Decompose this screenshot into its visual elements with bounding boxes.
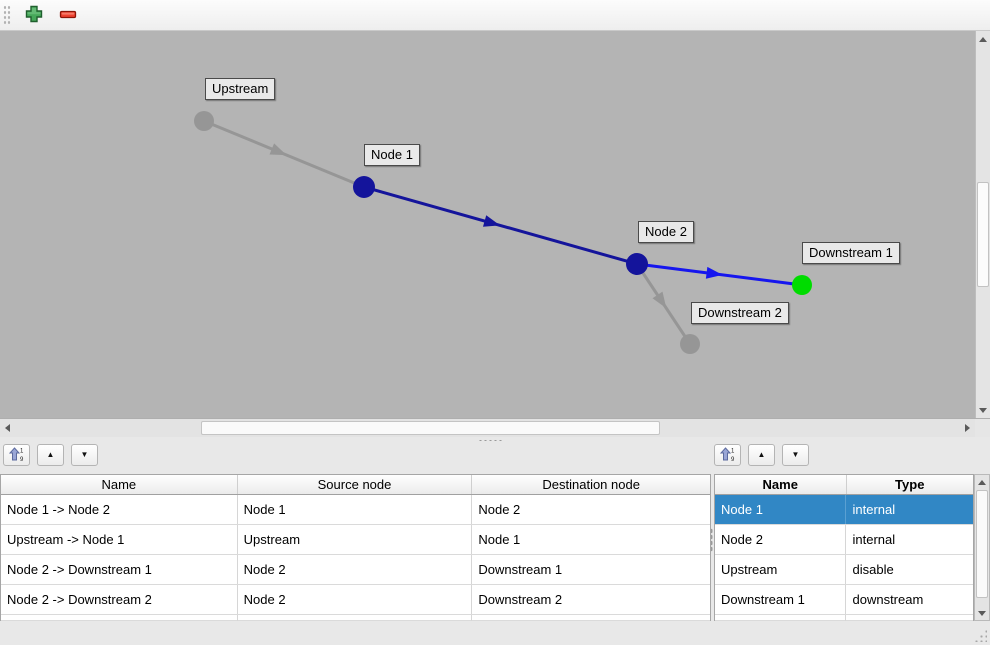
node-table-header: Name Type xyxy=(715,475,973,495)
table-row[interactable]: Node 1 -> Node 2 Node 1 Node 2 xyxy=(1,495,710,525)
cell-source: Upstream xyxy=(238,525,473,554)
svg-text:1: 1 xyxy=(20,448,24,454)
cell-name: Upstream -> Node 1 xyxy=(1,525,238,554)
cell-name: Node 2 -> Downstream 2 xyxy=(1,585,238,614)
scroll-right-button[interactable] xyxy=(960,421,974,435)
cell-source: Node 1 xyxy=(238,495,473,524)
node-label[interactable]: Node 1 xyxy=(364,144,420,166)
edge-arrow-icon xyxy=(482,215,501,227)
empty-row xyxy=(1,615,710,622)
minus-icon xyxy=(58,4,78,27)
node-label[interactable]: Downstream 1 xyxy=(802,242,900,264)
cell-name: Node 2 xyxy=(715,525,847,554)
table-row-selected[interactable]: Node 1 internal xyxy=(715,495,973,525)
node-sort-button[interactable]: 1 9 xyxy=(714,444,741,466)
edge-table: Name Source node Destination node Node 1… xyxy=(0,474,711,622)
empty-row xyxy=(715,615,973,622)
vertical-splitter[interactable] xyxy=(710,444,714,622)
cell-destination: Downstream 1 xyxy=(478,562,563,577)
cell-destination: Node 1 xyxy=(478,532,521,547)
graph-node[interactable] xyxy=(792,275,812,295)
splitter-grip-icon xyxy=(478,439,504,442)
edge-sort-button[interactable]: 1 9 xyxy=(3,444,30,466)
cell-type: downstream xyxy=(852,592,924,607)
svg-text:9: 9 xyxy=(731,457,735,462)
table-row[interactable]: Node 2 -> Downstream 1 Node 2 Downstream… xyxy=(1,555,710,585)
cell-type: internal xyxy=(852,502,896,517)
graph-node[interactable] xyxy=(353,176,375,198)
node-table: Name Type Node 1 internal Node 2 interna… xyxy=(714,474,974,622)
edge-arrow-icon xyxy=(705,266,723,279)
horizontal-splitter[interactable] xyxy=(0,437,990,444)
column-header-name[interactable]: Name xyxy=(715,475,847,494)
add-button[interactable] xyxy=(19,2,49,28)
graph-node[interactable] xyxy=(194,111,214,131)
scroll-left-button[interactable] xyxy=(0,421,14,435)
node-move-up-button[interactable]: ▲ xyxy=(748,444,775,466)
node-table-toolbar: 1 9 ▲ ▼ xyxy=(714,444,809,467)
column-header-name[interactable]: Name xyxy=(1,475,238,494)
scroll-up-button[interactable] xyxy=(975,475,989,489)
edge-move-down-button[interactable]: ▼ xyxy=(71,444,98,466)
graph-svg xyxy=(194,111,812,354)
node-label[interactable]: Node 2 xyxy=(638,221,694,243)
node-move-down-button[interactable]: ▼ xyxy=(782,444,809,466)
triangle-down-icon: ▼ xyxy=(80,450,89,459)
node-label[interactable]: Downstream 2 xyxy=(691,302,789,324)
cell-source: Node 2 xyxy=(238,585,473,614)
sort-ascending-icon: 1 9 xyxy=(8,446,25,465)
cell-source: Node 2 xyxy=(238,555,473,584)
table-row[interactable]: Downstream 1 downstream xyxy=(715,585,973,615)
table-row[interactable]: Node 2 -> Downstream 2 Node 2 Downstream… xyxy=(1,585,710,615)
scrollbar-corner xyxy=(975,418,990,437)
vertical-scroll-thumb[interactable] xyxy=(977,182,989,287)
column-header-type[interactable]: Type xyxy=(895,477,925,492)
cell-type: internal xyxy=(852,532,896,547)
splitter-grip-icon xyxy=(710,528,713,552)
edge-table-toolbar: 1 9 ▲ ▼ xyxy=(3,444,98,467)
edge-arrow-icon xyxy=(269,143,287,156)
column-header-destination[interactable]: Destination node xyxy=(542,477,640,492)
cell-destination: Node 2 xyxy=(478,502,521,517)
cell-name: Node 1 -> Node 2 xyxy=(1,495,238,524)
svg-text:1: 1 xyxy=(731,448,735,454)
scroll-down-button[interactable] xyxy=(976,403,990,417)
graph-node[interactable] xyxy=(680,334,700,354)
triangle-up-icon: ▲ xyxy=(46,450,55,459)
scroll-up-button[interactable] xyxy=(976,32,990,46)
edge-move-up-button[interactable]: ▲ xyxy=(37,444,64,466)
cell-name: Node 2 -> Downstream 1 xyxy=(1,555,238,584)
scroll-down-button[interactable] xyxy=(975,606,989,620)
table-row[interactable]: Upstream disable xyxy=(715,555,973,585)
cell-destination: Downstream 2 xyxy=(478,592,563,607)
cell-name: Node 1 xyxy=(715,495,847,524)
edge-arrow-icon xyxy=(652,291,667,309)
main-toolbar xyxy=(0,0,990,31)
column-header-source[interactable]: Source node xyxy=(238,475,473,494)
toolbar-drag-handle[interactable] xyxy=(3,5,11,25)
cell-name: Downstream 1 xyxy=(715,585,847,614)
canvas-vertical-scrollbar[interactable] xyxy=(975,31,990,418)
resize-grip[interactable] xyxy=(974,629,987,642)
cell-type: disable xyxy=(852,562,894,577)
triangle-up-icon: ▲ xyxy=(757,450,766,459)
vertical-scroll-thumb[interactable] xyxy=(976,490,988,598)
edge-table-header: Name Source node Destination node xyxy=(1,475,710,495)
cell-name: Upstream xyxy=(715,555,847,584)
graph-node[interactable] xyxy=(626,253,648,275)
node-label[interactable]: Upstream xyxy=(205,78,276,100)
graph-edge[interactable] xyxy=(363,185,638,266)
node-table-scrollbar[interactable] xyxy=(974,474,990,621)
remove-button[interactable] xyxy=(53,2,83,28)
table-row[interactable]: Node 2 internal xyxy=(715,525,973,555)
triangle-down-icon: ▼ xyxy=(791,450,800,459)
table-row[interactable]: Upstream -> Node 1 Upstream Node 1 xyxy=(1,525,710,555)
plus-icon xyxy=(24,4,44,27)
canvas-horizontal-scrollbar[interactable] xyxy=(0,418,975,437)
svg-text:9: 9 xyxy=(20,457,24,462)
horizontal-scroll-thumb[interactable] xyxy=(201,421,660,435)
status-bar xyxy=(0,621,990,645)
sort-ascending-icon: 1 9 xyxy=(719,446,736,465)
